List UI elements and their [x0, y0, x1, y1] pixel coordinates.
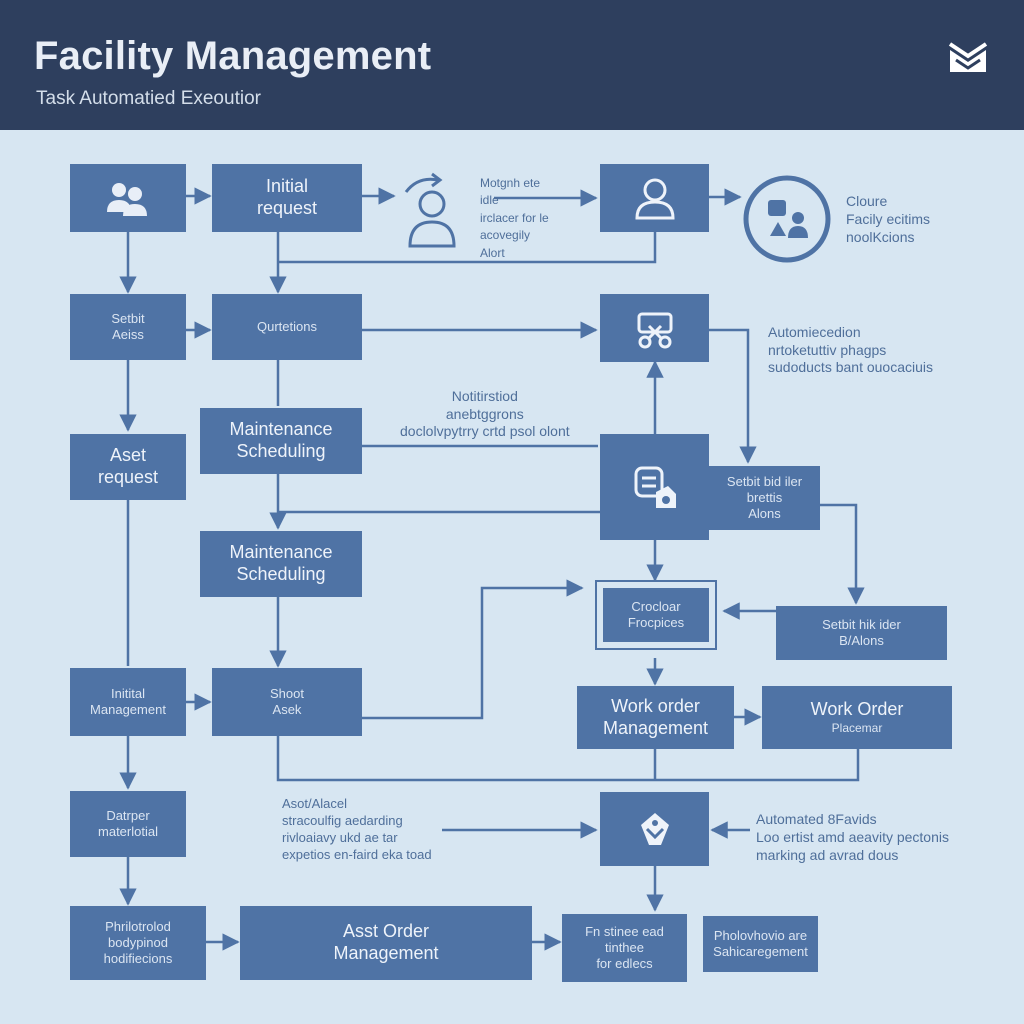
dater-materlotial-box[interactable]: Datrper materlotial [70, 791, 186, 857]
quotations-box[interactable]: Qurtetions [212, 294, 362, 360]
maintenance-scheduling-box-1[interactable]: Maintenance Scheduling [200, 408, 362, 474]
closure-note: Cloure Facily ecitims noolKcions [846, 193, 931, 246]
calendar-box[interactable] [600, 434, 709, 540]
person-with-arrow-icon [404, 172, 456, 248]
shoot-asek-box[interactable]: Shoot Asek [212, 668, 362, 736]
work-order-placement-box[interactable]: Work Order Placemar [762, 686, 952, 749]
work-order-management-box[interactable]: Work order Management [577, 686, 734, 749]
setbit-aeiss-box[interactable]: Setbit Aeiss [70, 294, 186, 360]
person-icon [634, 178, 675, 220]
automated-reports-note: Automated 8Favids Loo ertist amd aeavity… [756, 811, 949, 864]
crest-box[interactable] [600, 792, 709, 866]
page-subtitle: Task Automatied Exeoutior [36, 88, 261, 109]
crest-icon [640, 813, 669, 845]
initial-request-box[interactable]: Initial request [212, 164, 362, 232]
closure-team-icon[interactable] [742, 174, 832, 264]
work-order-label: Work Order [810, 699, 904, 720]
work-order-sublabel: Placemar [831, 721, 883, 736]
person-box[interactable] [600, 164, 709, 232]
crocloar-box[interactable]: Crocloar Frocpices [595, 580, 717, 650]
people-icon [107, 183, 147, 216]
phorovhovio-box[interactable]: Pholovhovio are Sahicaregement [703, 916, 818, 972]
mail-icon[interactable] [948, 42, 988, 74]
phrlotrolod-box[interactable]: Phrilotrolod bodypinod hodifiecions [70, 906, 206, 980]
setbit-alons-top-box[interactable]: Setbit bid iler brettis Alons [709, 466, 820, 530]
automation-note: Automiecedion nrtoketuttiv phagps sudodu… [768, 324, 933, 375]
tools-icon [637, 312, 672, 349]
page-title: Facility Management [34, 34, 432, 78]
notification-note: Notitirstiod anebtggrons doclolvpytrry c… [400, 388, 570, 439]
asset-note: Asot/Alacel stracoulfig aedarding rivloa… [282, 796, 432, 862]
fn-stinee-box[interactable]: Fn stinee ead tinthee for edlecs [562, 914, 687, 982]
aset-request-box[interactable]: Aset request [70, 434, 186, 500]
mobile-note: Motgnh ete idle irclacer for le acovegil… [480, 176, 549, 260]
initial-management-box[interactable]: Initital Management [70, 668, 186, 736]
tools-box[interactable] [600, 294, 709, 362]
asst-order-management-box[interactable]: Asst Order Management [240, 906, 532, 980]
maintenance-scheduling-box-2[interactable]: Maintenance Scheduling [200, 531, 362, 597]
people-box[interactable] [70, 164, 186, 232]
app-header: Facility Management Task Automatied Exeo… [0, 0, 1024, 130]
setbit-alons-right-box[interactable]: Setbit hik ider B/Alons [776, 606, 947, 660]
calendar-wrench-icon [634, 466, 676, 508]
